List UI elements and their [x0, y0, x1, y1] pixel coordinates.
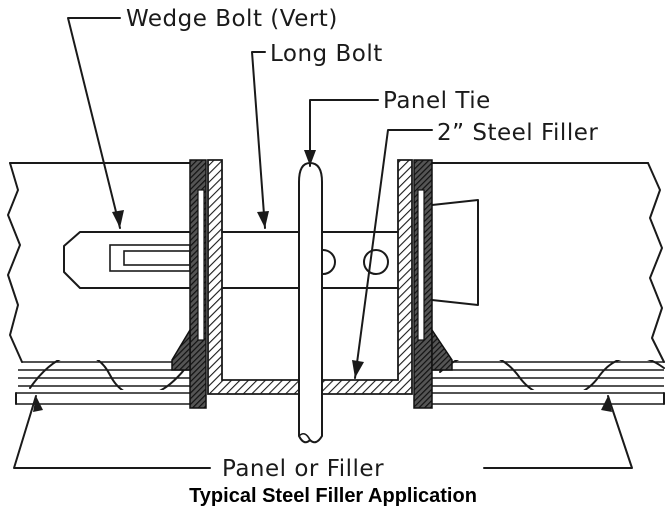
steel-filler-channel — [207, 159, 413, 395]
diagram-caption: Typical Steel Filler Application — [189, 485, 477, 507]
label-steel-filler: 2” Steel Filler — [437, 120, 598, 146]
left-panel — [7, 162, 193, 405]
label-panel-tie: Panel Tie — [383, 88, 491, 114]
leader-lines — [13, 17, 633, 469]
label-wedge-bolt: Wedge Bolt (Vert) — [126, 6, 338, 32]
left-frame-rail — [171, 159, 207, 409]
wedge-bolt — [63, 231, 191, 289]
label-long-bolt: Long Bolt — [270, 41, 383, 67]
right-frame-rail — [413, 159, 453, 409]
arrowheads — [33, 150, 612, 412]
label-panel-or-filler: Panel or Filler — [222, 456, 384, 482]
right-panel — [431, 162, 665, 405]
panel-tie — [298, 161, 323, 444]
